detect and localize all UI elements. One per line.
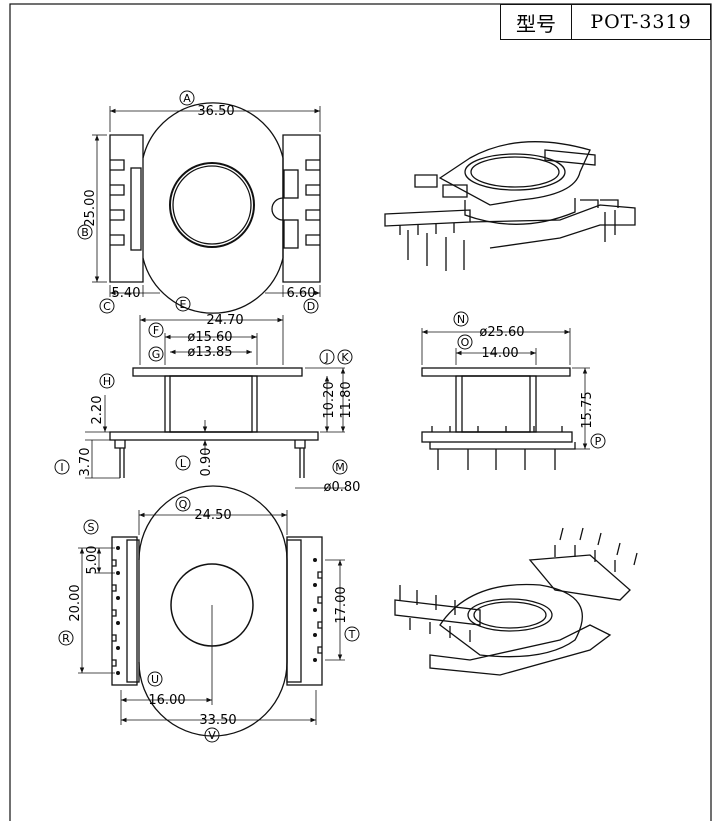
- dim-F: ø15.60: [187, 330, 232, 345]
- label-M: M: [335, 461, 345, 474]
- label-J: J: [324, 351, 328, 364]
- dim-Q: 24.50: [194, 508, 231, 523]
- model-number: POT-3319: [590, 11, 692, 33]
- front-view: [421, 328, 590, 470]
- dim-M: ø0.80: [324, 480, 361, 495]
- isometric-view-bottom: [394, 527, 638, 676]
- title-block: 型号 POT-3319: [500, 4, 711, 40]
- label-F: F: [153, 324, 159, 337]
- label-B: B: [81, 226, 89, 239]
- bottom-view: [78, 485, 345, 737]
- dim-D: 6.60: [287, 286, 316, 301]
- dim-O: 14.00: [481, 346, 518, 361]
- label-L: L: [180, 457, 187, 470]
- label-I: I: [60, 461, 63, 474]
- label-T: T: [348, 628, 356, 641]
- label-R: R: [62, 632, 70, 645]
- top-view: [92, 102, 321, 314]
- side-view: [85, 315, 346, 489]
- dim-S: 5.00: [85, 546, 100, 575]
- dim-H: 2.20: [90, 396, 105, 425]
- dim-U: 16.00: [148, 693, 185, 708]
- sheet-border: [9, 3, 712, 821]
- dim-P: 15.75: [580, 391, 595, 428]
- label-N: N: [457, 313, 465, 326]
- label-V: V: [208, 729, 216, 742]
- label-H: H: [103, 375, 111, 388]
- label-P: P: [595, 435, 602, 448]
- dim-V: 33.50: [199, 713, 236, 728]
- label-Q: Q: [179, 498, 188, 511]
- dim-R: 20.00: [68, 584, 83, 621]
- label-D: D: [307, 300, 315, 313]
- dim-L: 0.90: [199, 448, 214, 477]
- bottom-view-labels: Q 24.50 S 5.00 20.00 R 17.00 T U 16.00 3…: [58, 496, 360, 743]
- label-K: K: [341, 351, 349, 364]
- dim-C: 5.40: [112, 286, 141, 301]
- dim-T: 17.00: [334, 586, 349, 623]
- title-label: 型号: [501, 5, 572, 39]
- label-U: U: [151, 673, 159, 686]
- dim-B: 25.00: [83, 189, 98, 226]
- side-view-labels: E 24.70 F ø15.60 G ø13.85 J K 10.20 11.8…: [54, 296, 361, 495]
- label-A: A: [183, 92, 191, 105]
- dim-E: 24.70: [206, 313, 243, 328]
- label-S: S: [88, 521, 95, 534]
- label-G: G: [152, 348, 161, 361]
- dim-A: 36.50: [197, 104, 234, 119]
- front-view-labels: N ø25.60 O 14.00 15.75 P: [453, 311, 606, 449]
- dim-K: 11.80: [339, 381, 354, 418]
- dim-I: 3.70: [78, 448, 93, 477]
- label-C: C: [103, 300, 111, 313]
- label-O: O: [461, 336, 470, 349]
- isometric-view-top: [384, 141, 636, 271]
- dim-N: ø25.60: [479, 325, 524, 340]
- dim-G: ø13.85: [187, 345, 232, 360]
- dim-J: 10.20: [322, 381, 337, 418]
- top-view-labels: A 36.50 B 25.00 5.40 C 6.60 D: [77, 90, 319, 314]
- label-E: E: [180, 298, 187, 311]
